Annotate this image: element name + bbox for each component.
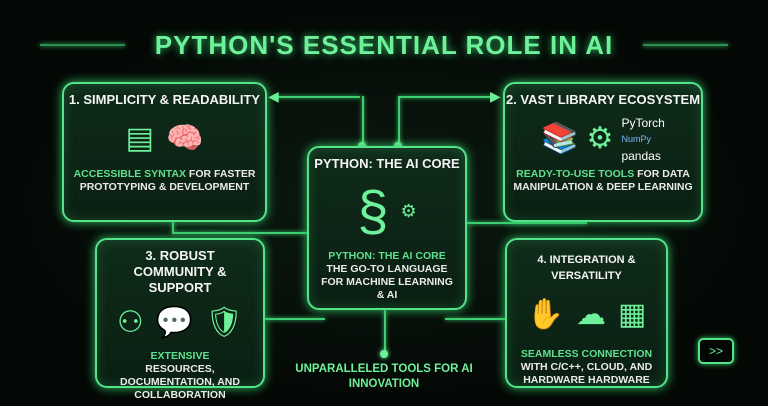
title-line-left — [40, 44, 125, 46]
hardware-chip-icon: ▦ — [618, 298, 647, 331]
page-title: PYTHON'S ESSENTIAL ROLE IN AI — [154, 30, 614, 60]
card-accent: SEAMLESS CONNECTION — [520, 348, 653, 360]
core-heading: PYTHON: THE AI CORE — [314, 156, 460, 171]
connector — [275, 96, 360, 98]
card-desc: FOR DATA MANIPULATION & DEEP LEARNING — [513, 168, 693, 193]
card-desc: RESOURCES, DOCUMENTATION, AND COLLABORAT… — [120, 363, 240, 401]
card-simplicity: 1. SIMPLICITY & READABILITY ▤ 🧠 ACCESSIBL… — [62, 82, 267, 222]
chat-icon: 💬 — [155, 306, 194, 339]
card-python-core: PYTHON: THE AI CORE § ⚙ PYTHON: THE AI CO… — [307, 146, 467, 310]
node-dot — [380, 350, 388, 358]
card-title: 3. ROBUST COMMUNITY & SUPPORT — [133, 248, 227, 295]
card-accent: ACCESSIBLE SYNTAX — [73, 168, 186, 180]
title-line-right — [643, 44, 728, 46]
terminal-icon: >> — [698, 338, 734, 364]
connector — [398, 96, 400, 146]
pandas-logo: pandas — [621, 148, 661, 163]
python-logo-icon: § — [357, 179, 389, 242]
connector — [172, 222, 174, 232]
card-desc: WITH C/C++, CLOUD, AND HARDWARE HARDWARE — [520, 361, 653, 386]
numpy-logo: NumPy — [621, 133, 651, 144]
card-desc: FOR FASTER PROTOTYPING & DEVELOPMENT — [79, 168, 256, 193]
core-desc: THE GO-TO LANGUAGE FOR MACHINE LEARNING … — [321, 263, 453, 301]
network-people-icon: ⚇ — [116, 306, 144, 339]
cloud-laptop-icon: ☁ — [576, 298, 606, 331]
connector — [384, 310, 386, 356]
connector — [362, 96, 364, 146]
robot-hand-icon: ✋ — [526, 298, 564, 331]
connector — [265, 318, 325, 320]
card-title: 4. INTEGRATION & VERSATILITY — [537, 254, 636, 282]
card-title: 2. VAST LIBRARY ECOSYSTEM — [505, 92, 701, 107]
bottom-caption: UNPARALLELED TOOLS FOR AI INNOVATION — [295, 363, 473, 390]
card-integration: 4. INTEGRATION & VERSATILITY ✋ ☁ ▦ SEAMLES… — [505, 238, 668, 388]
arrow-right-icon: ▶ — [490, 88, 501, 104]
core-subheading: PYTHON: THE AI CORE — [328, 250, 446, 262]
connector — [445, 318, 505, 320]
connector — [467, 222, 587, 224]
code-editor-icon: ▤ — [125, 122, 154, 155]
card-accent: EXTENSIVE — [150, 350, 210, 362]
card-accent: READY-TO-USE TOOLS — [516, 168, 635, 180]
gear-globe-icon: ⚙ — [586, 122, 614, 155]
connector — [172, 232, 307, 234]
card-community: 3. ROBUST COMMUNITY & SUPPORT ⚇ 💬 🛡 EXTENS… — [95, 238, 265, 401]
connector — [400, 96, 495, 98]
card-title: 1. SIMPLICITY & READABILITY — [68, 92, 261, 107]
brain-hand-icon: 🧠 — [166, 122, 204, 155]
arrow-left-icon: ◀ — [268, 88, 279, 104]
gears-icon: ⚙ — [400, 201, 417, 221]
pytorch-logo: PyTorch — [621, 115, 665, 130]
shield-check-icon: 🛡 — [205, 306, 244, 339]
books-icon: 📚 — [541, 122, 579, 155]
